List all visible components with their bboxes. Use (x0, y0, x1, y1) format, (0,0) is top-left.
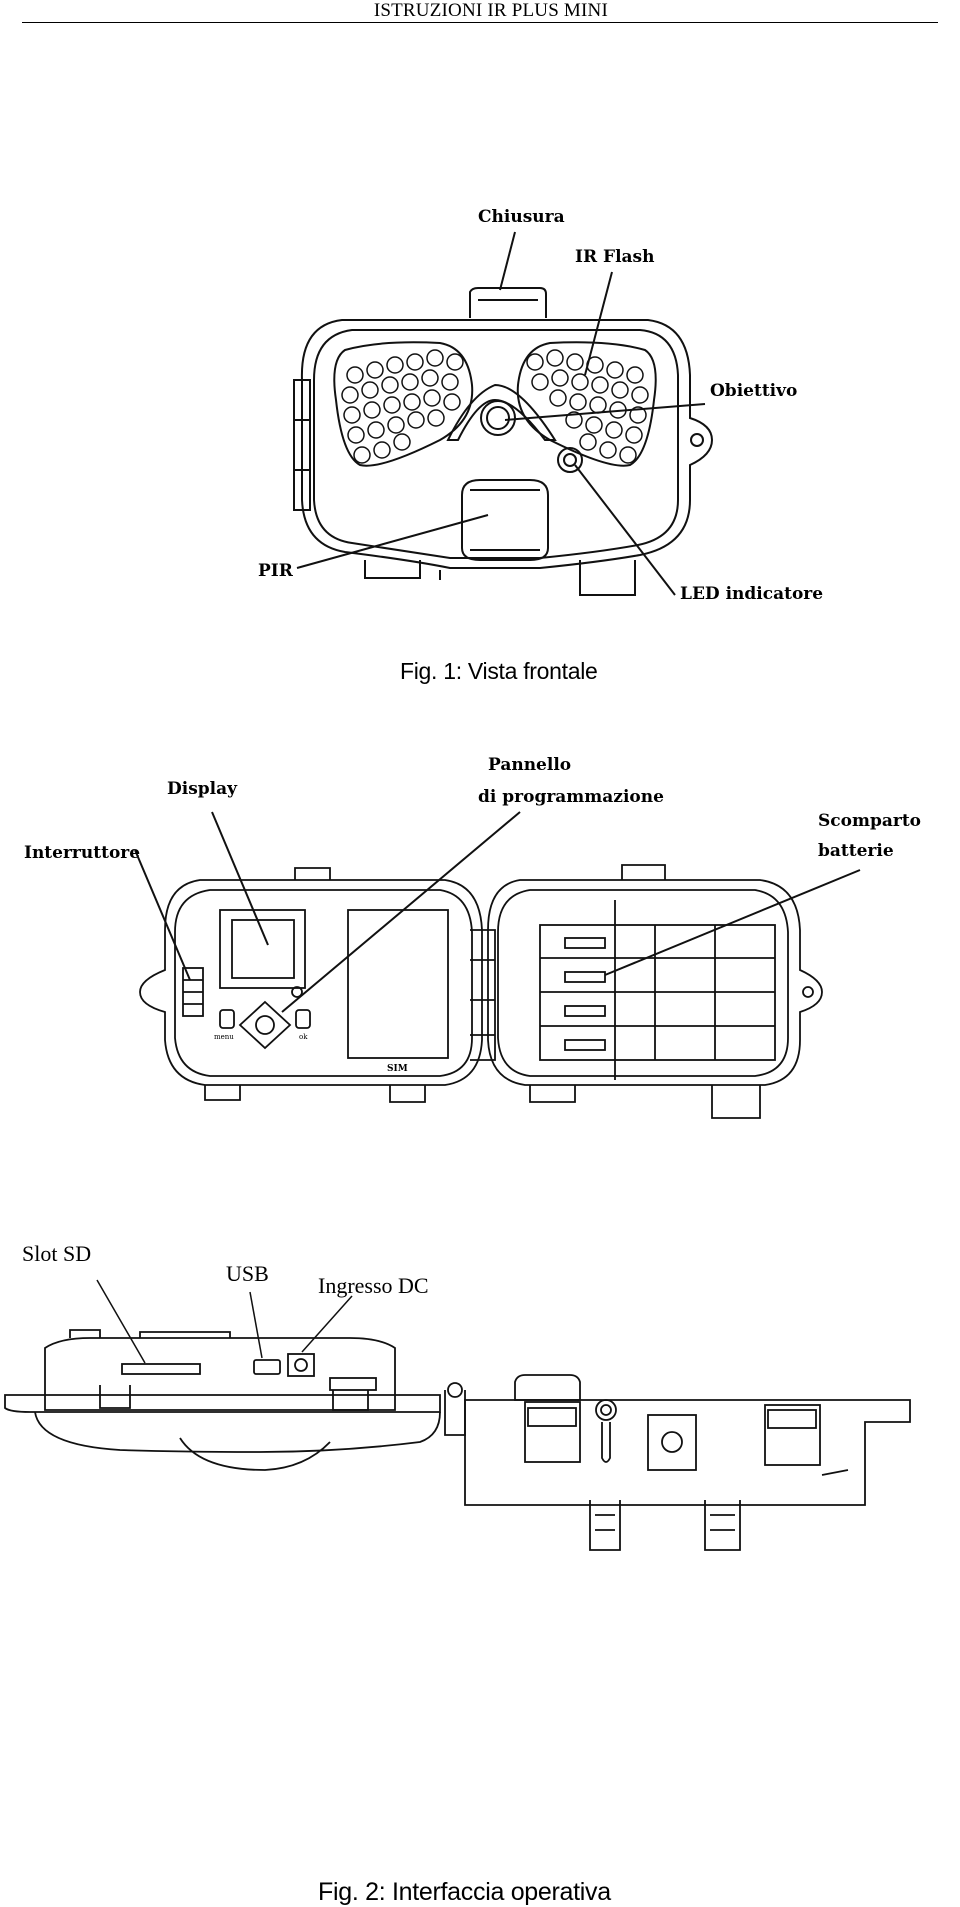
callout-di-programmazione: di programmazione (478, 787, 664, 807)
callout-obiettivo: Obiettivo (710, 381, 798, 401)
camera-open-illustration (134, 811, 861, 1119)
figure-bottom-view: Slot SD USB Ingresso DC (0, 1230, 960, 1564)
callout-ir-flash: IR Flash (575, 247, 655, 267)
camera-bottom-illustration (4, 1279, 911, 1551)
ir-led-array (341, 349, 649, 464)
header-title: ISTRUZIONI IR PLUS MINI (373, 0, 608, 21)
callout-led-indicatore: LED indicatore (680, 584, 824, 604)
camera-front-illustration (293, 231, 714, 596)
callout-leaders-fig3 (96, 1279, 353, 1364)
button-label-menu: menu (214, 1033, 234, 1041)
header-rule (22, 22, 938, 23)
figure-front-view: Chiusura IR Flash Obiettivo PIR LED indi… (0, 0, 960, 700)
callout-leaders-fig2 (134, 811, 861, 1013)
figure-operative-interface: Display Pannello di programmazione Inter… (0, 700, 960, 1906)
page-header: ISTRUZIONI IR PLUS MINI (0, 0, 960, 24)
callout-scomparto: Scomparto (818, 811, 922, 831)
callout-slot-sd: Slot SD (22, 1241, 92, 1266)
figure-2-caption: Fig. 2: Interfaccia operativa (318, 1878, 611, 1906)
callout-batterie: batterie (818, 841, 894, 861)
callout-ingresso-dc: Ingresso DC (318, 1273, 429, 1298)
button-label-ok: ok (299, 1033, 308, 1041)
callout-usb: USB (226, 1261, 269, 1286)
callout-display: Display (167, 779, 238, 799)
figure-1-caption: Fig. 1: Vista frontale (400, 658, 598, 684)
callout-leaders (296, 231, 706, 596)
callout-pannello: Pannello (488, 755, 572, 775)
callout-interruttore: Interruttore (24, 843, 141, 863)
callout-chiusura: Chiusura (478, 207, 565, 227)
callout-pir: PIR (258, 561, 293, 581)
slot-label-sim: SIM (387, 1064, 408, 1074)
